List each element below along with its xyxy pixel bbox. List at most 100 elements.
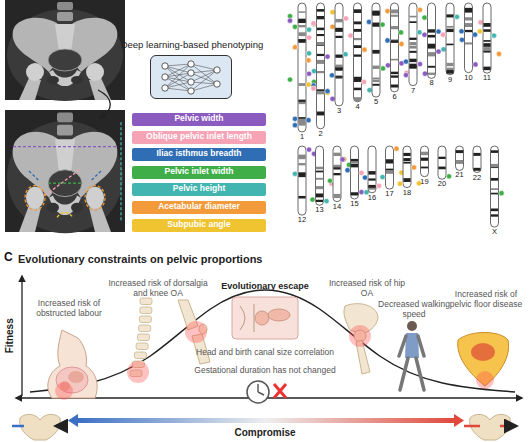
pelvis-icon bbox=[464, 414, 516, 440]
chromosome-band bbox=[354, 38, 361, 40]
locus-dot bbox=[459, 29, 464, 34]
locus-dot bbox=[306, 51, 311, 56]
legend-text: Acetabular diameter bbox=[132, 202, 266, 212]
locus-dot bbox=[311, 68, 316, 73]
locus-dot bbox=[478, 20, 483, 25]
chromosome-band bbox=[465, 8, 472, 11]
femoral-head bbox=[26, 187, 44, 209]
pelvis-arrow bbox=[12, 425, 68, 428]
chromosome-number: 22 bbox=[468, 174, 486, 183]
locus-dot bbox=[417, 30, 422, 35]
locus-dot bbox=[380, 22, 385, 27]
chromosome-band bbox=[391, 40, 398, 43]
locus-dot bbox=[306, 147, 311, 152]
xray-glow bbox=[7, 121, 123, 233]
chromosome-band bbox=[386, 171, 393, 174]
vertebra bbox=[57, 2, 73, 10]
locus-dot bbox=[436, 49, 441, 54]
xray-image-annotated bbox=[5, 110, 125, 233]
neural-net-icon bbox=[151, 56, 231, 98]
vertebra-icon bbox=[140, 307, 152, 314]
vertebra bbox=[57, 12, 73, 21]
net-link bbox=[165, 88, 191, 91]
locus-dot bbox=[325, 89, 330, 94]
chromosome-band bbox=[298, 11, 305, 13]
chromosome-band bbox=[409, 64, 416, 68]
chromosome-band bbox=[386, 160, 393, 164]
chromosome-band bbox=[354, 88, 361, 91]
chromosome-band bbox=[483, 29, 490, 32]
vertebra-icon bbox=[136, 343, 148, 350]
locus-dot bbox=[292, 45, 297, 50]
chromosome-band bbox=[298, 32, 305, 36]
chromosome-band bbox=[372, 84, 379, 86]
chromosome-band bbox=[317, 16, 324, 19]
chromosome-body bbox=[386, 146, 394, 189]
chromosome-band bbox=[421, 152, 428, 155]
net-neuron bbox=[188, 88, 194, 94]
locus-dot bbox=[491, 33, 496, 38]
locus-dot bbox=[359, 189, 364, 194]
chromosome-band bbox=[372, 77, 379, 79]
network-box: Deep learning-based phenotyping bbox=[150, 55, 232, 99]
annotation-text: Increased risk of obstructed labour bbox=[28, 299, 110, 319]
chromosome-band bbox=[354, 9, 361, 13]
compromise-arrow-left bbox=[68, 414, 78, 427]
chromosome-body bbox=[391, 3, 399, 92]
chromosome-band bbox=[372, 66, 379, 69]
chromosome-body bbox=[316, 146, 324, 205]
locus-dot bbox=[403, 72, 408, 77]
locus-dot bbox=[385, 38, 390, 43]
locus-dot bbox=[380, 174, 385, 179]
chromosome-band bbox=[465, 42, 472, 44]
chromosome-body bbox=[483, 3, 491, 73]
chromosome-band bbox=[491, 164, 498, 166]
chromosome-band bbox=[333, 153, 340, 156]
locus-dot bbox=[330, 24, 335, 29]
birth-canal bbox=[240, 304, 254, 332]
baby-head bbox=[255, 311, 269, 325]
measurement-line bbox=[29, 171, 39, 181]
locus-dot bbox=[359, 170, 364, 175]
chromosome-band bbox=[354, 54, 361, 56]
locus-dot bbox=[394, 146, 399, 151]
net-link bbox=[165, 82, 191, 88]
chromosome-number: 21 bbox=[451, 171, 469, 180]
legend-text: Pelvic inlet width bbox=[132, 167, 266, 177]
locus-dot bbox=[329, 73, 334, 78]
obturator-foramen bbox=[47, 76, 59, 84]
chromosome bbox=[421, 146, 429, 177]
measurement-line bbox=[120, 122, 121, 222]
chromosome-band bbox=[298, 122, 305, 126]
locus-dot bbox=[422, 15, 427, 20]
locus-dot bbox=[496, 51, 501, 56]
annotation-text: Increased risk of hip OA bbox=[328, 279, 406, 299]
chromosome-band bbox=[317, 28, 324, 31]
locus-dot bbox=[399, 41, 404, 46]
chromosome bbox=[465, 3, 473, 73]
chromosome-band bbox=[428, 73, 435, 75]
xray-background bbox=[5, 0, 125, 100]
chromosome-number: 8 bbox=[423, 79, 441, 88]
chromosome-band bbox=[317, 89, 324, 91]
chromosome bbox=[354, 3, 362, 102]
locus-dot bbox=[385, 9, 390, 14]
chromosome-band bbox=[354, 97, 361, 101]
chromosome bbox=[483, 3, 491, 73]
vertebra-icon bbox=[139, 325, 151, 332]
annotation-text: Compromise bbox=[190, 427, 340, 439]
locus-dot bbox=[454, 14, 459, 19]
chromosome-band bbox=[335, 65, 342, 68]
locus-dot bbox=[306, 35, 311, 40]
chromosome-band bbox=[483, 23, 490, 27]
xray-glow bbox=[7, 9, 123, 101]
chromosome-band bbox=[298, 163, 305, 165]
locus-dot bbox=[362, 47, 367, 52]
locus-dot bbox=[292, 123, 297, 128]
locus-dot bbox=[327, 178, 332, 183]
walker-limbs bbox=[399, 336, 424, 390]
chromosome-band bbox=[354, 45, 361, 48]
chromosome-band bbox=[491, 208, 498, 211]
chromosome-band bbox=[298, 157, 305, 160]
chromosome-band bbox=[372, 50, 379, 54]
